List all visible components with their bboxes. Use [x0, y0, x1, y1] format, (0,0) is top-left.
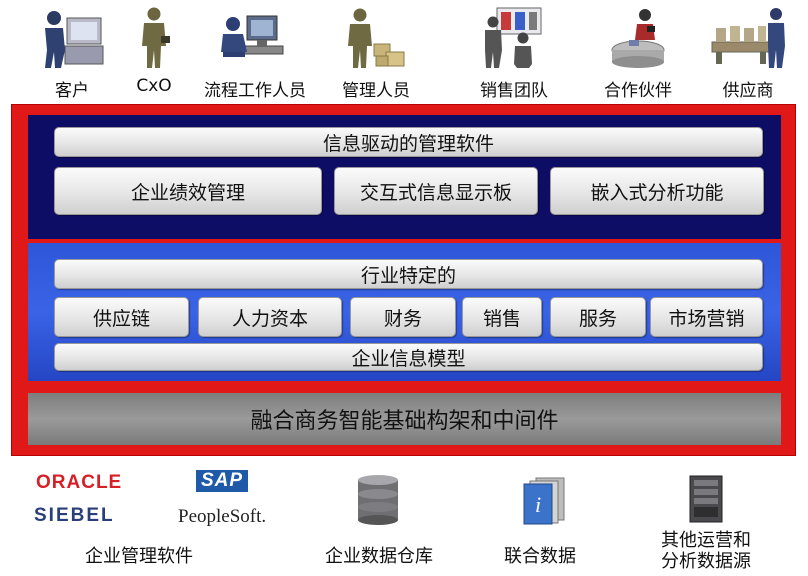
- user-partner: 合作伙伴: [590, 4, 686, 101]
- user-label: 客户: [55, 81, 89, 101]
- federated-data-icon: i: [522, 476, 568, 530]
- user-cxo: CxO: [106, 4, 202, 96]
- federated-data-label: 联合数据: [504, 546, 576, 567]
- other-sources-line-1: 其他运营和: [661, 530, 751, 551]
- interactive-dashboard-box: 交互式信息显示板: [334, 167, 538, 215]
- server-icon: [686, 474, 726, 528]
- siebel-logo: SIEBEL: [34, 505, 115, 526]
- partner-icon: [590, 4, 686, 68]
- process-worker-icon: [204, 4, 300, 68]
- service-box: 服务: [550, 297, 646, 337]
- user-label: 合作伙伴: [604, 81, 672, 101]
- performance-management-box: 企业绩效管理: [54, 167, 322, 215]
- embedded-analytics-box: 嵌入式分析功能: [550, 167, 764, 215]
- finance-box: 财务: [350, 297, 456, 337]
- enterprise-info-model-bar: 企业信息模型: [54, 343, 763, 371]
- information-driven-title: 信息驱动的管理软件: [54, 127, 763, 157]
- executive-icon: [106, 4, 202, 68]
- bi-infrastructure-layer: 融合商务智能基础构架和中间件: [28, 393, 781, 445]
- user-label: CxO: [136, 76, 172, 96]
- peoplesoft-logo: PeopleSoft.: [178, 506, 267, 527]
- sales-box: 销售: [462, 297, 542, 337]
- oracle-logo: ORACLE: [36, 472, 123, 493]
- svg-text:i: i: [535, 492, 541, 517]
- information-driven-layer: 信息驱动的管理软件 企业绩效管理 交互式信息显示板 嵌入式分析功能: [28, 115, 781, 239]
- user-manager: 管理人员: [328, 4, 424, 101]
- other-sources-label: 其他运营和 分析数据源: [636, 530, 776, 572]
- sales-team-icon: [466, 4, 562, 68]
- user-process-worker: 流程工作人员: [204, 4, 306, 101]
- other-sources-line-2: 分析数据源: [661, 551, 751, 572]
- sap-logo: SAP: [196, 470, 249, 492]
- architecture-frame: 信息驱动的管理软件 企业绩效管理 交互式信息显示板 嵌入式分析功能 行业特定的 …: [11, 104, 796, 456]
- customer-icon: [24, 4, 120, 68]
- industry-specific-title: 行业特定的: [54, 259, 763, 289]
- database-icon: [356, 474, 400, 530]
- marketing-box: 市场营销: [650, 297, 763, 337]
- supply-chain-box: 供应链: [54, 297, 189, 337]
- supplier-icon: [700, 4, 796, 68]
- user-label: 供应商: [722, 81, 774, 101]
- user-label: 管理人员: [342, 81, 410, 101]
- user-label: 销售团队: [480, 81, 548, 101]
- user-supplier: 供应商: [700, 4, 796, 101]
- data-warehouse-label: 企业数据仓库: [325, 546, 433, 567]
- human-capital-box: 人力资本: [198, 297, 342, 337]
- user-customer: 客户: [24, 4, 120, 101]
- user-label: 流程工作人员: [204, 81, 306, 101]
- enterprise-software-label: 企业管理软件: [85, 546, 193, 567]
- manager-icon: [328, 4, 424, 68]
- industry-specific-layer: 行业特定的 供应链 人力资本 财务 销售 服务 市场营销 企业信息模型: [28, 243, 781, 381]
- user-sales-team: 销售团队: [466, 4, 562, 101]
